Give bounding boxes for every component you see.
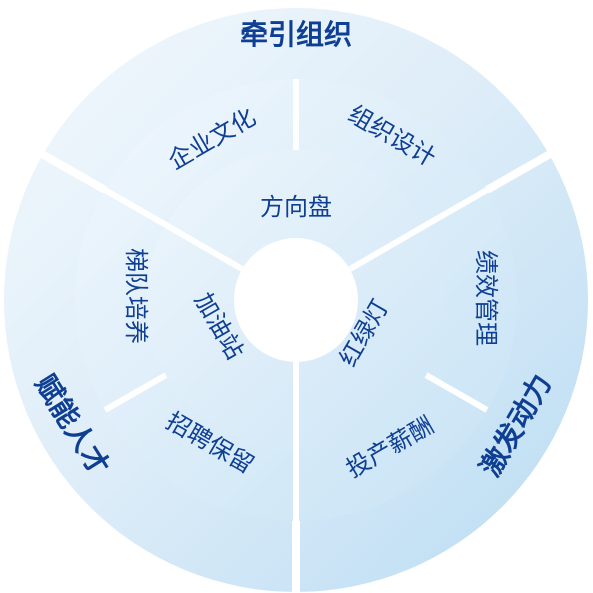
inner-dividers: [164, 222, 428, 450]
center-hole: [234, 238, 358, 362]
outer-dividers: [40, 150, 552, 592]
middle-label-ladder: 梯队培养: [122, 248, 150, 344]
inner-label-compass: 方向盘: [260, 193, 332, 221]
outer-label-top: 牵引组织: [240, 18, 352, 51]
middle-label-performance: 绩效管理: [472, 250, 500, 346]
middle-dividers: [103, 79, 489, 521]
